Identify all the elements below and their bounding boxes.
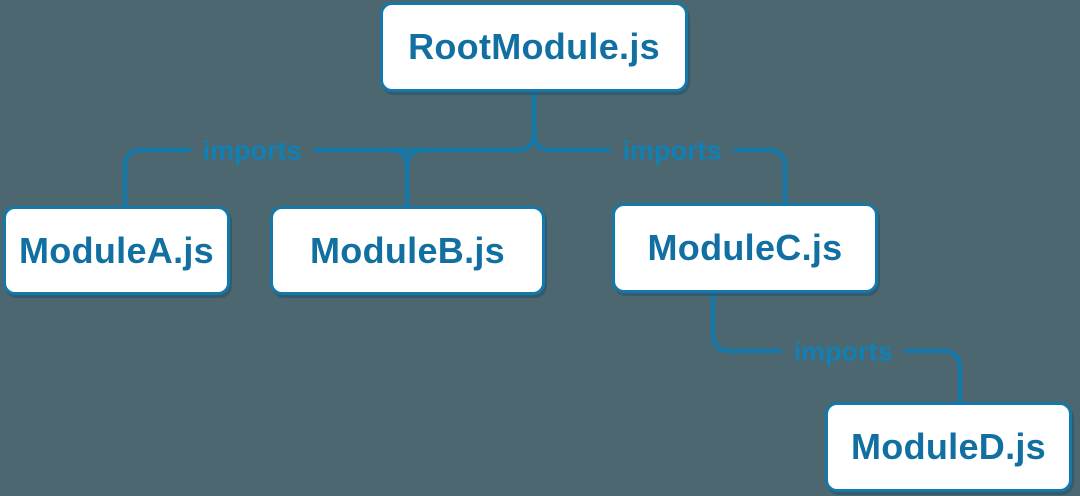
node-moduleb-label: ModuleB.js (309, 229, 505, 271)
node-rootmodule: RootModule.js (380, 2, 688, 92)
node-modulec-label: ModuleC.js (647, 227, 843, 268)
edge-rootmodule-to-moduleb (389, 147, 425, 208)
node-modulea-label: ModuleA.js (18, 229, 214, 271)
edge-label-imports-left: imports (190, 135, 314, 167)
node-moduleb: ModuleB.js (270, 206, 545, 295)
edge-label-imports-bottom: imports (781, 336, 905, 368)
node-modulec: ModuleC.js (612, 203, 878, 293)
node-rootmodule-label: RootModule.js (408, 26, 660, 67)
node-moduled-label: ModuleD.js (850, 426, 1046, 467)
node-moduled: ModuleD.js (825, 402, 1072, 492)
edge-rootmodule-to-modulea (122, 88, 537, 208)
node-modulea: ModuleA.js (3, 206, 230, 295)
edge-label-imports-right: imports (610, 135, 734, 167)
